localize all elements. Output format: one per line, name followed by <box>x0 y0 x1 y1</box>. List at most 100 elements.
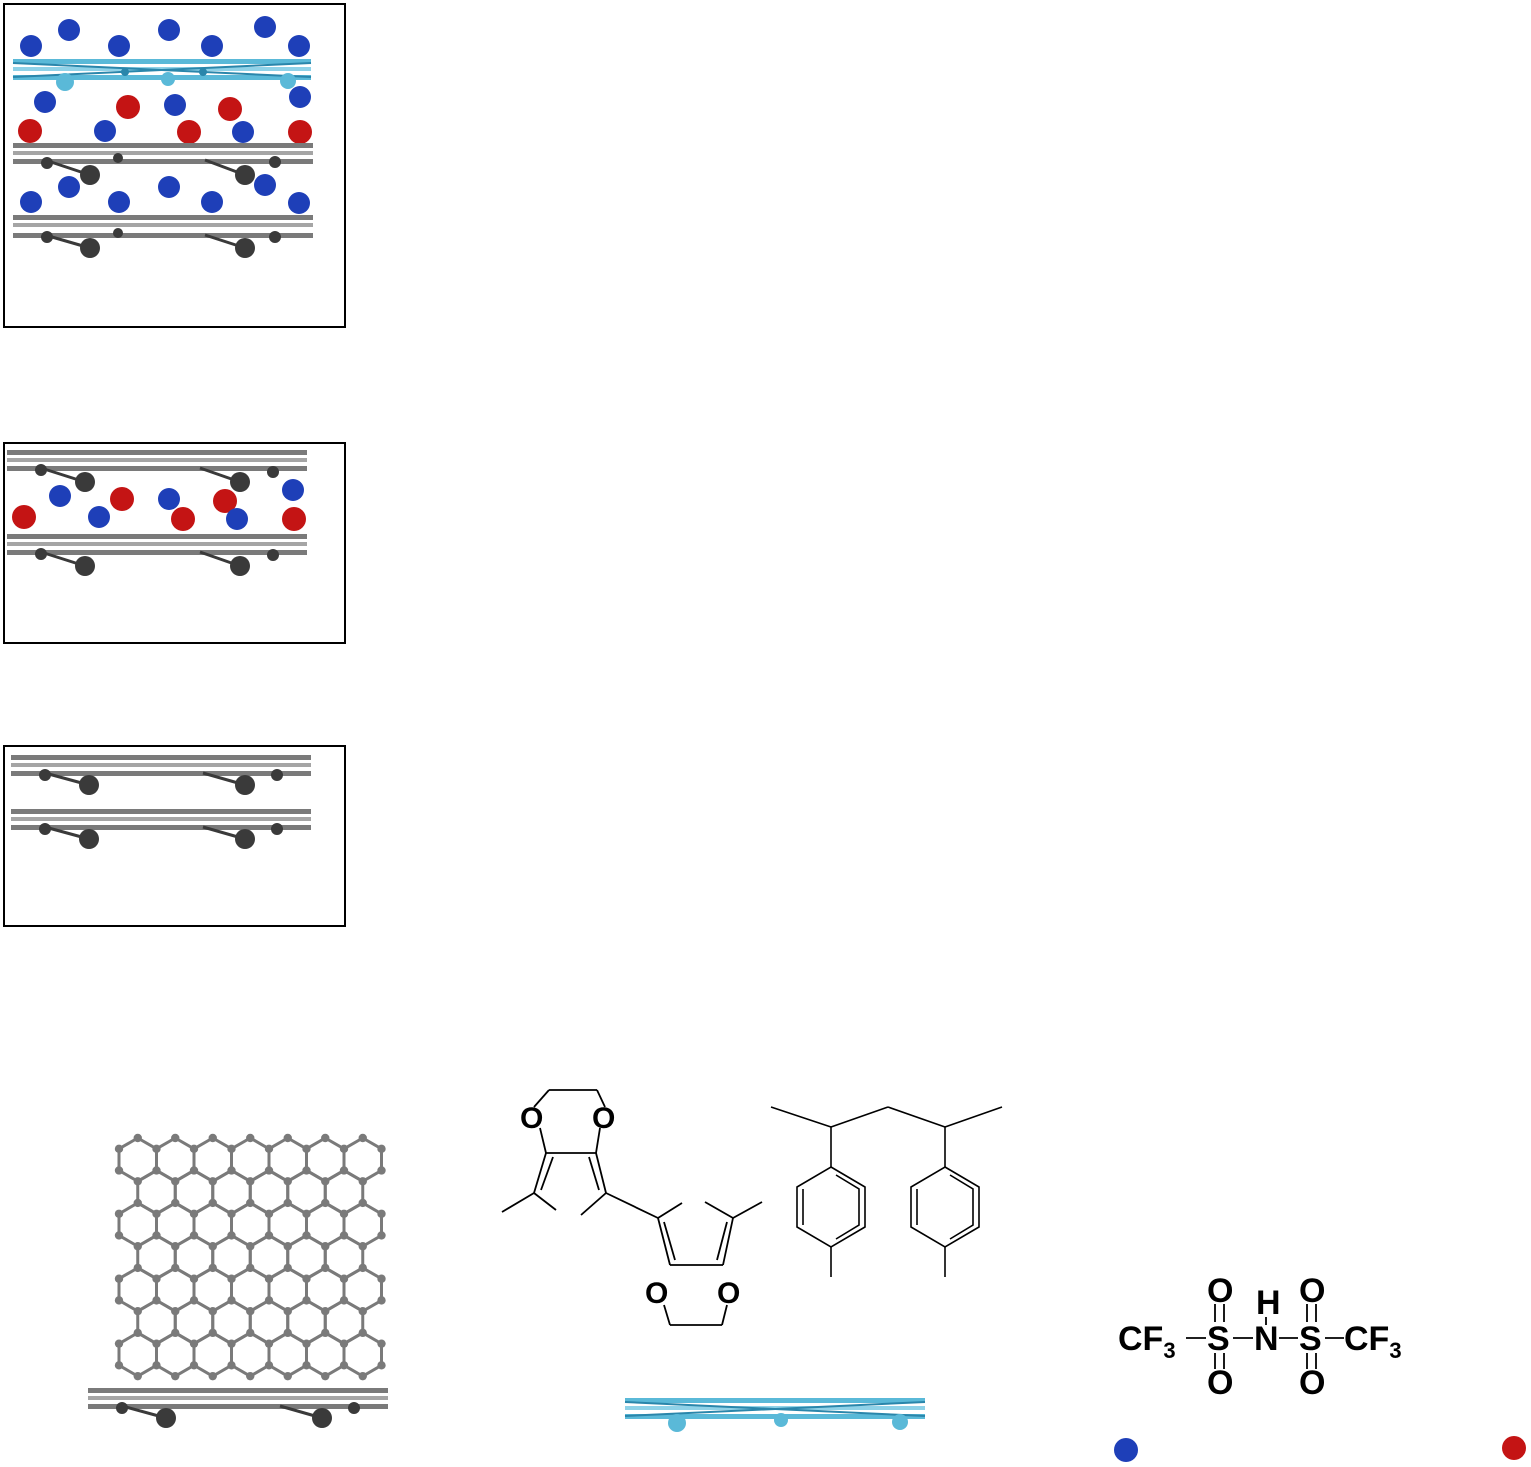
lattice-atom <box>133 1328 142 1338</box>
lattice-atom <box>358 1307 367 1316</box>
lattice-atom <box>114 1361 124 1370</box>
lattice-bond <box>174 1169 195 1183</box>
lattice-bond <box>324 1266 345 1281</box>
lattice-bond <box>249 1331 270 1345</box>
lattice-bond <box>343 1331 364 1345</box>
lattice-bond <box>249 1201 270 1216</box>
lattice-bond <box>249 1299 270 1313</box>
lattice-bond <box>230 1299 251 1313</box>
lattice-bond <box>362 1136 383 1151</box>
lattice-bond <box>268 1234 289 1248</box>
lattice-atom <box>152 1274 161 1283</box>
tfsi-bonds <box>1186 1304 1344 1369</box>
lattice-atom <box>246 1328 255 1338</box>
lattice-bond <box>212 1266 233 1281</box>
lattice-bond <box>249 1331 270 1345</box>
lattice-atom <box>208 1328 217 1338</box>
lattice-bond <box>212 1331 233 1345</box>
lattice-atom <box>189 1166 199 1175</box>
lattice-atom <box>189 1209 199 1218</box>
cation-sphere <box>158 176 180 198</box>
cation-sphere <box>34 91 56 113</box>
lattice-bond <box>324 1234 345 1248</box>
lattice-bond <box>137 1136 158 1151</box>
lattice-atom <box>264 1339 274 1348</box>
lattice-bond <box>193 1169 214 1183</box>
lattice-bond <box>118 1331 139 1345</box>
lattice-bond <box>305 1234 326 1248</box>
lattice-bond <box>268 1364 289 1378</box>
lattice-bond <box>230 1234 251 1248</box>
tfsi-oxygen: O <box>1299 1272 1325 1310</box>
lattice-atom <box>283 1242 292 1251</box>
lattice-atom <box>339 1166 349 1175</box>
lattice-atom <box>246 1263 255 1273</box>
lattice-bond <box>343 1234 364 1248</box>
lattice-bond <box>137 1266 158 1281</box>
lattice-bond <box>343 1266 364 1281</box>
lattice-atom <box>208 1133 217 1143</box>
lattice-bond <box>230 1364 251 1378</box>
lattice-atom <box>302 1296 311 1305</box>
lattice-bond <box>324 1201 345 1216</box>
lattice-bond <box>324 1234 345 1248</box>
lattice-atom <box>171 1307 180 1316</box>
lattice-bond <box>193 1299 214 1313</box>
lattice-bond <box>155 1266 176 1281</box>
lattice-bond <box>137 1169 158 1183</box>
lattice-atom <box>189 1361 199 1370</box>
lattice-atom <box>227 1361 236 1370</box>
lattice-atom <box>171 1177 180 1186</box>
lattice-bond <box>193 1169 214 1183</box>
lattice-bond <box>305 1136 326 1151</box>
lattice-bond <box>362 1364 383 1378</box>
lattice-atom <box>152 1209 161 1218</box>
lattice-bond <box>249 1266 270 1281</box>
lattice-bond <box>287 1136 308 1151</box>
lattice-bond <box>174 1201 195 1216</box>
tfsi-oxygen: O <box>1207 1272 1233 1310</box>
lattice-bond <box>249 1364 270 1378</box>
lattice-atom <box>171 1133 180 1143</box>
lattice-atom <box>339 1144 349 1154</box>
lattice-bond <box>287 1266 308 1281</box>
lattice-atom <box>133 1242 142 1251</box>
lattice-atom <box>302 1144 311 1154</box>
lattice-atom <box>283 1133 292 1143</box>
lattice-bond <box>287 1201 308 1216</box>
blue-sphere-icon <box>1114 1438 1138 1462</box>
cation-sphere <box>58 19 80 41</box>
lattice-atom <box>246 1177 255 1186</box>
lattice-atom <box>264 1166 274 1175</box>
lattice-bond <box>174 1299 195 1313</box>
cation-sphere <box>201 191 223 213</box>
anion-sphere <box>18 119 42 143</box>
lattice-bond <box>118 1169 139 1183</box>
lattice-atom <box>227 1209 236 1218</box>
lattice-bond <box>287 1364 308 1378</box>
lattice-bond <box>193 1331 214 1345</box>
lattice-bond <box>212 1266 233 1281</box>
lattice-atom <box>171 1242 180 1251</box>
lattice-atom <box>283 1307 292 1316</box>
lattice-bond <box>212 1136 233 1151</box>
pedot-oxygen-label: O <box>717 1277 740 1310</box>
lattice-bond <box>362 1266 383 1281</box>
panel-pristine-graphene <box>3 745 346 927</box>
lattice-bond <box>268 1201 289 1216</box>
lattice-atom <box>189 1274 199 1283</box>
lattice-bond <box>155 1299 176 1313</box>
lattice-atom <box>208 1307 217 1316</box>
lattice-bond <box>305 1266 326 1281</box>
lattice-bond <box>230 1331 251 1345</box>
lattice-bond <box>212 1201 233 1216</box>
lattice-atom <box>377 1339 386 1348</box>
lattice-bond <box>193 1201 214 1216</box>
lattice-bond <box>137 1299 158 1313</box>
lattice-atom <box>208 1371 217 1381</box>
anion-sphere <box>177 120 201 144</box>
lattice-bond <box>343 1169 364 1183</box>
lattice-atom <box>283 1198 292 1208</box>
lattice-bond <box>174 1201 195 1216</box>
graphene-lattice-top-view-icon <box>114 1133 386 1381</box>
